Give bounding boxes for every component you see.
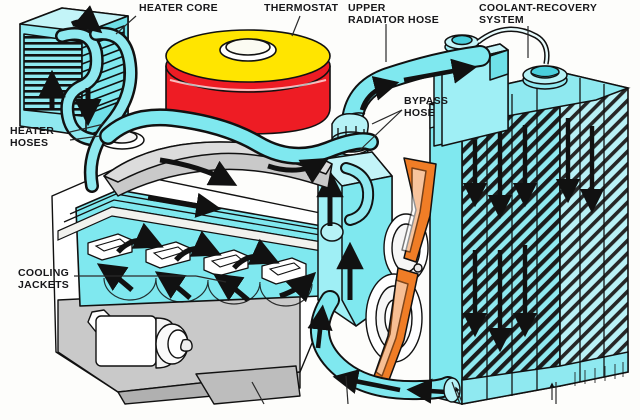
- radiator: [427, 70, 631, 406]
- leader-arrowheads: [455, 382, 555, 403]
- label-heater-core: HEATER CORE: [139, 2, 218, 14]
- lower-radiator-hose: [307, 290, 461, 404]
- leader-lines: [69, 15, 557, 405]
- label-thermostat: THERMOSTAT: [264, 2, 339, 14]
- block-top-arrow: [147, 192, 222, 218]
- jacket-flow-arrows: [96, 222, 317, 303]
- radiator-cap: [522, 65, 568, 90]
- heater-hoses: [38, 5, 379, 193]
- fan-belt: [371, 157, 437, 389]
- label-upper-radiator-hose: UPPER RADIATOR HOSE: [348, 2, 440, 26]
- starter-motor: [87, 309, 193, 369]
- upper-radiator-hose: [340, 45, 491, 147]
- label-coolant-recovery: COOLANT-RECOVERY SYSTEM: [479, 2, 598, 26]
- label-cooling-jackets: COOLING JACKETS: [18, 267, 70, 291]
- label-heater-hoses: HEATER HOSES: [10, 125, 55, 149]
- label-bypass-hose: BYPASS HOSE: [404, 95, 449, 119]
